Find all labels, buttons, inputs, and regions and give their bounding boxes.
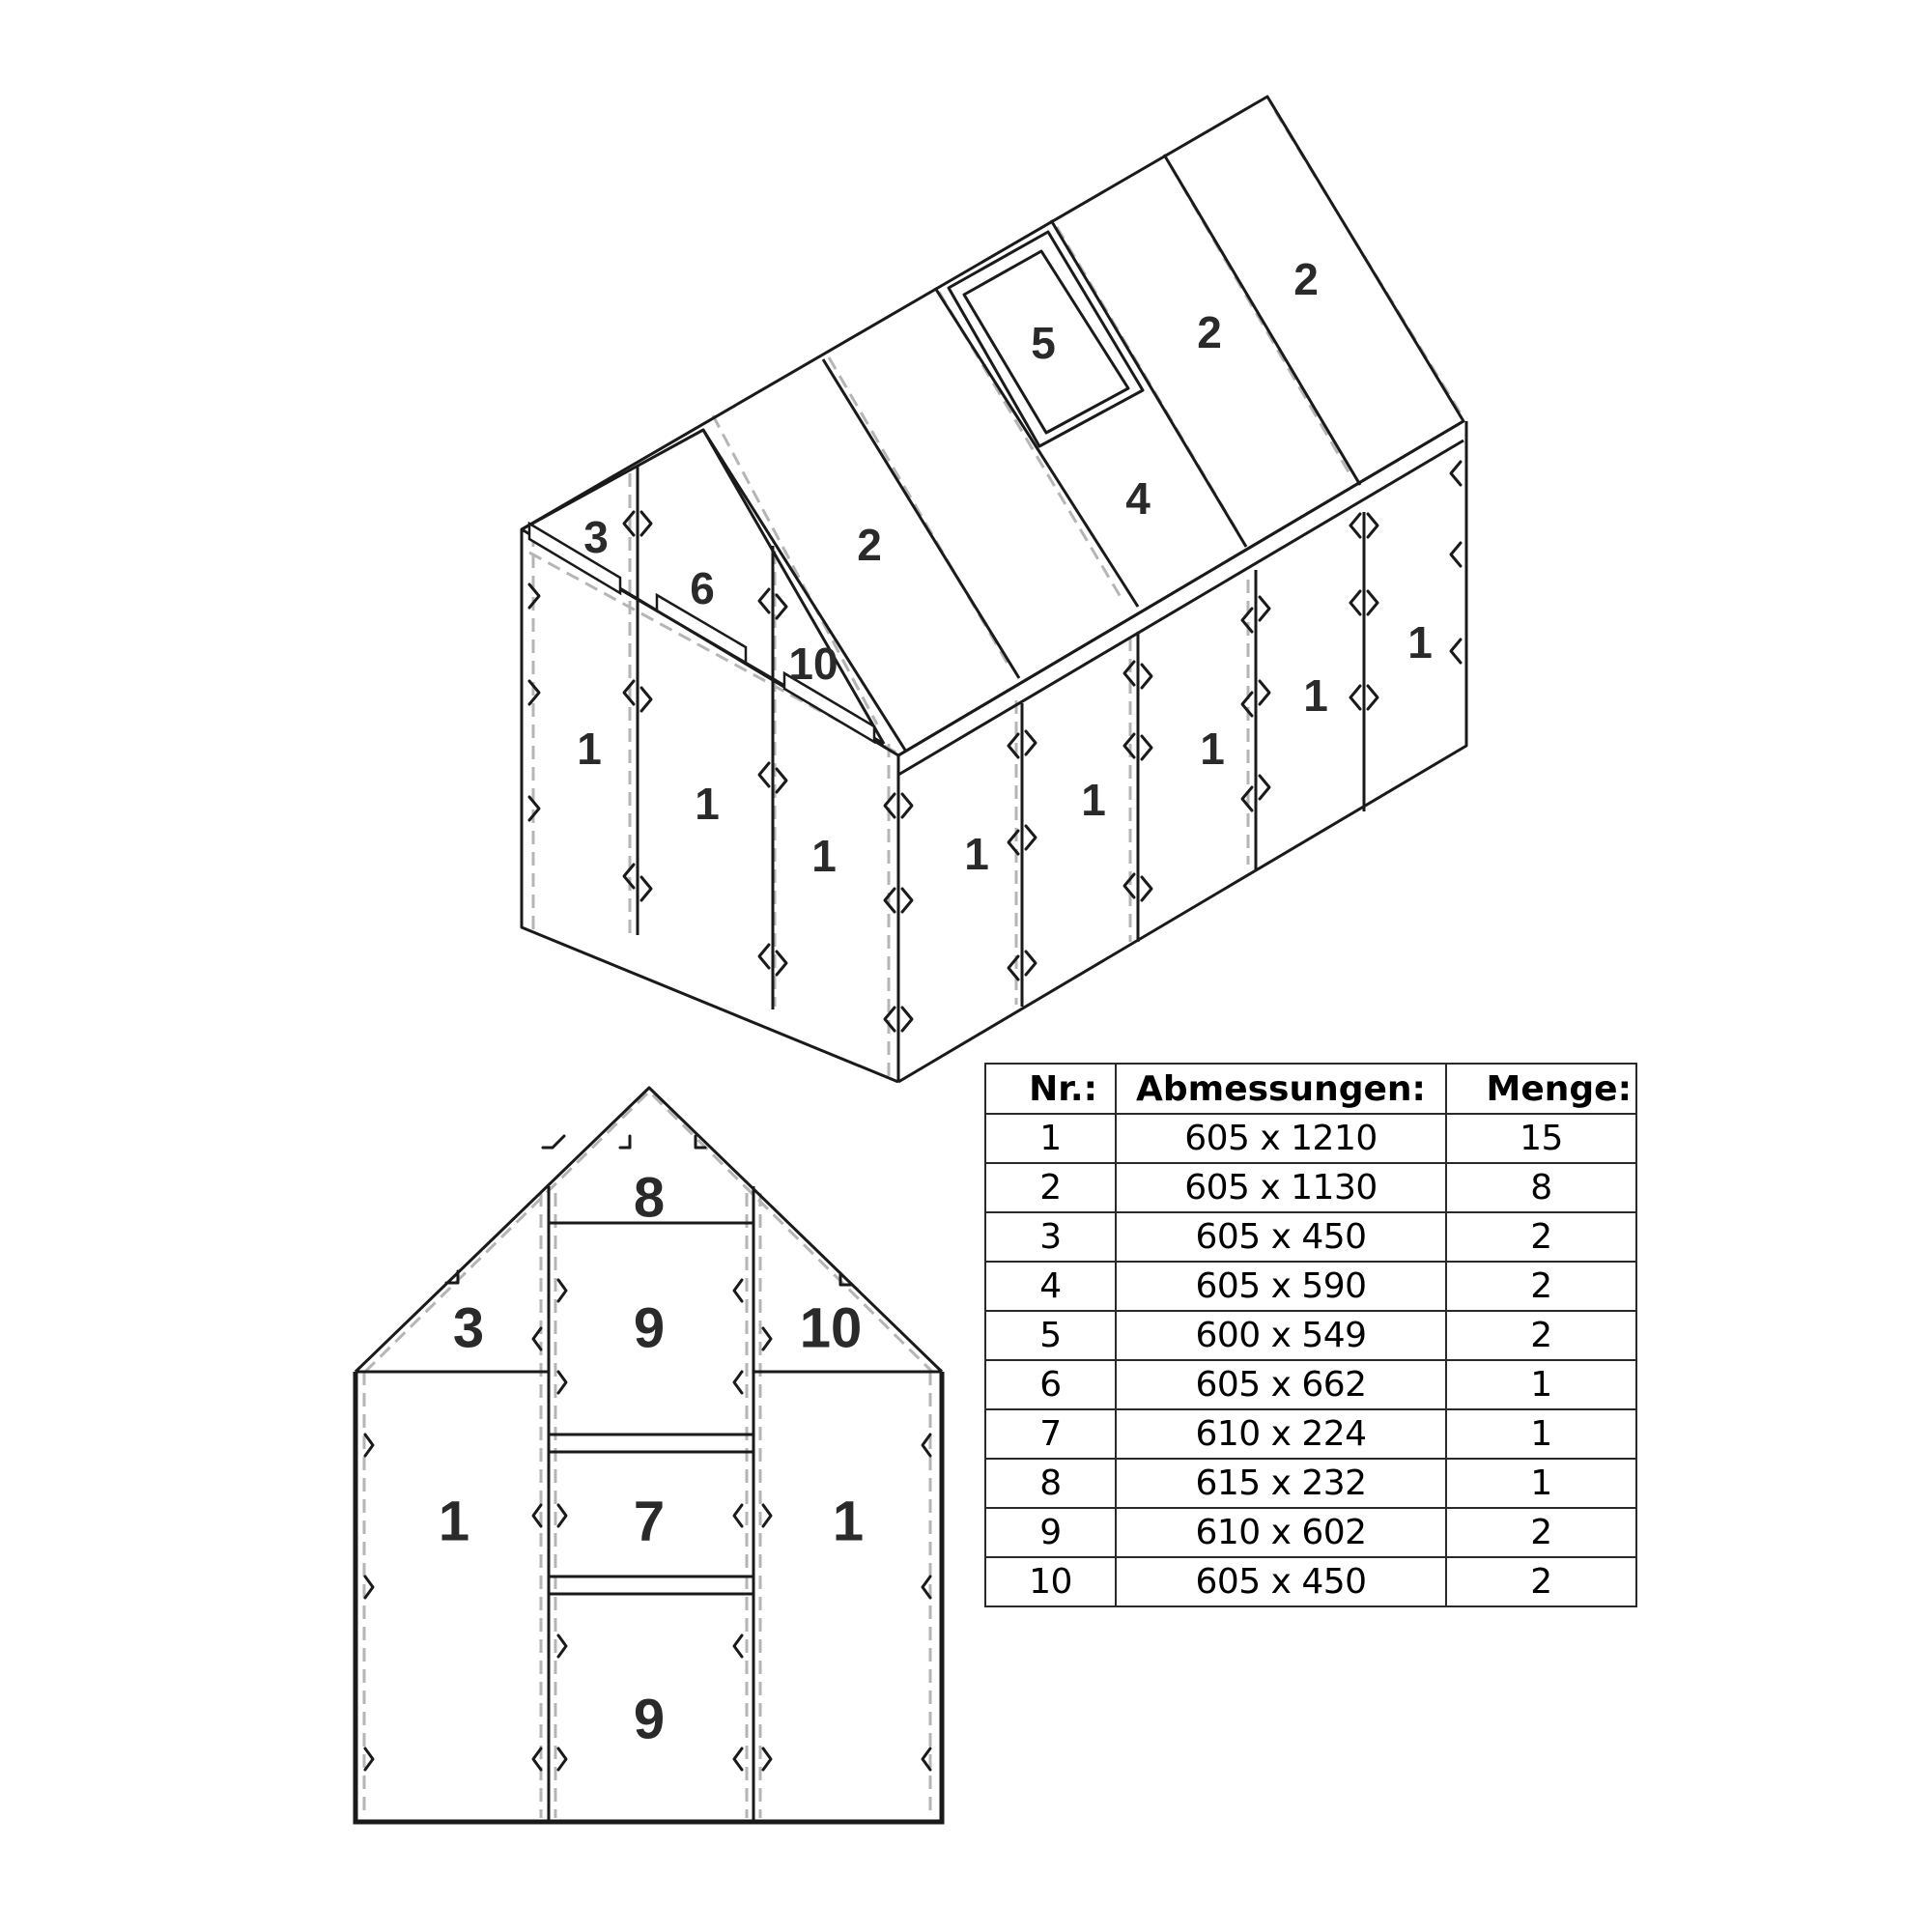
- cell-quantity: 2: [1445, 1556, 1637, 1607]
- label-gable-left: 3: [583, 512, 609, 562]
- parts-table: Nr.: Abmessungen: Menge: 1 605 x 1210 15…: [984, 1063, 1637, 1607]
- cell-dimensions: 615 x 232: [1115, 1458, 1447, 1509]
- table-row: 5 600 x 549 2: [984, 1310, 1637, 1361]
- table-row: 3 605 x 450 2: [984, 1211, 1637, 1263]
- label-front-wall-2: 1: [695, 779, 720, 829]
- cell-nr: 4: [984, 1261, 1117, 1312]
- cell-nr: 2: [984, 1162, 1117, 1213]
- cell-quantity: 2: [1445, 1211, 1637, 1263]
- label-roof-under-vent: 4: [1125, 473, 1151, 524]
- cell-dimensions: 605 x 662: [1115, 1359, 1447, 1410]
- cell-quantity: 1: [1445, 1458, 1637, 1509]
- table-row: 1 605 x 1210 15: [984, 1113, 1637, 1164]
- label-middle-door: 7: [634, 1491, 665, 1553]
- cell-quantity: 1: [1445, 1408, 1637, 1460]
- cell-dimensions: 600 x 549: [1115, 1310, 1447, 1361]
- header-quantity: Menge:: [1445, 1063, 1637, 1115]
- gable-beam-bars: [527, 521, 876, 745]
- panel-edge-guides: [528, 110, 1468, 1080]
- table-row: 2 605 x 1130 8: [984, 1162, 1637, 1213]
- table-row: 10 605 x 450 2: [984, 1556, 1637, 1607]
- front-clip-icons: [363, 1134, 932, 1772]
- cell-nr: 5: [984, 1310, 1117, 1361]
- label-lower-door: 9: [634, 1689, 665, 1751]
- label-side-wall-2: 1: [1081, 775, 1106, 825]
- header-dimensions: Abmessungen:: [1115, 1063, 1447, 1115]
- label-left-wall: 1: [439, 1491, 469, 1553]
- table-row: 8 615 x 232 1: [984, 1458, 1637, 1509]
- label-roof-vent: 5: [1031, 318, 1056, 368]
- cell-dimensions: 605 x 1130: [1115, 1162, 1447, 1213]
- cell-dimensions: 605 x 1210: [1115, 1113, 1447, 1164]
- label-roof-top-right-b: 2: [1197, 307, 1222, 357]
- cell-dimensions: 610 x 602: [1115, 1507, 1447, 1558]
- cell-nr: 1: [984, 1113, 1117, 1164]
- isometric-panel-labels: 2 2 5 4 2 3 6 10 1 1 1 1 1 1 1 1: [577, 254, 1433, 881]
- cell-dimensions: 610 x 224: [1115, 1408, 1447, 1460]
- cell-quantity: 2: [1445, 1261, 1637, 1312]
- front-outline: [353, 1086, 945, 1825]
- label-roof-mid: 2: [857, 520, 882, 570]
- label-gable-right: 10: [788, 639, 838, 689]
- label-side-wall-4: 1: [1303, 670, 1328, 721]
- cell-nr: 10: [984, 1556, 1117, 1607]
- label-front-wall-1: 1: [577, 724, 602, 774]
- table-header-row: Nr.: Abmessungen: Menge:: [984, 1063, 1637, 1115]
- cell-dimensions: 605 x 450: [1115, 1211, 1447, 1263]
- table-row: 6 605 x 662 1: [984, 1359, 1637, 1410]
- cell-quantity: 8: [1445, 1162, 1637, 1213]
- front-panel-labels: 8 3 9 10 1 7 1 9: [439, 1167, 864, 1751]
- label-left-gable: 3: [453, 1297, 484, 1360]
- label-side-wall-1: 1: [964, 829, 989, 879]
- cell-nr: 7: [984, 1408, 1117, 1460]
- table-row: 4 605 x 590 2: [984, 1261, 1637, 1312]
- header-nr: Nr.:: [984, 1063, 1117, 1115]
- table-row: 7 610 x 224 1: [984, 1408, 1637, 1460]
- label-front-wall-3: 1: [811, 831, 837, 881]
- panel-clip-icons: [527, 460, 1463, 1033]
- cell-nr: 8: [984, 1458, 1117, 1509]
- greenhouse-outline: [520, 95, 1468, 1084]
- cell-dimensions: 605 x 590: [1115, 1261, 1447, 1312]
- label-side-wall-5: 1: [1407, 617, 1433, 668]
- label-right-gable: 10: [800, 1297, 863, 1360]
- label-gable-center: 6: [690, 563, 715, 613]
- cell-nr: 9: [984, 1507, 1117, 1558]
- label-side-wall-3: 1: [1200, 724, 1225, 774]
- isometric-greenhouse: 2 2 5 4 2 3 6 10 1 1 1 1 1 1 1 1: [520, 95, 1468, 1084]
- cell-nr: 6: [984, 1359, 1117, 1410]
- table-row: 9 610 x 602 2: [984, 1507, 1637, 1558]
- cell-quantity: 2: [1445, 1507, 1637, 1558]
- cell-quantity: 15: [1445, 1113, 1637, 1164]
- cell-quantity: 1: [1445, 1359, 1637, 1410]
- label-roof-top-right-a: 2: [1293, 254, 1319, 304]
- cell-quantity: 2: [1445, 1310, 1637, 1361]
- cell-nr: 3: [984, 1211, 1117, 1263]
- front-elevation: 8 3 9 10 1 7 1 9: [353, 1086, 945, 1825]
- label-upper-door: 9: [634, 1297, 665, 1360]
- front-edge-guides: [362, 1089, 934, 1818]
- label-top-gable: 8: [634, 1167, 665, 1230]
- label-right-wall: 1: [833, 1491, 864, 1553]
- cell-dimensions: 605 x 450: [1115, 1556, 1447, 1607]
